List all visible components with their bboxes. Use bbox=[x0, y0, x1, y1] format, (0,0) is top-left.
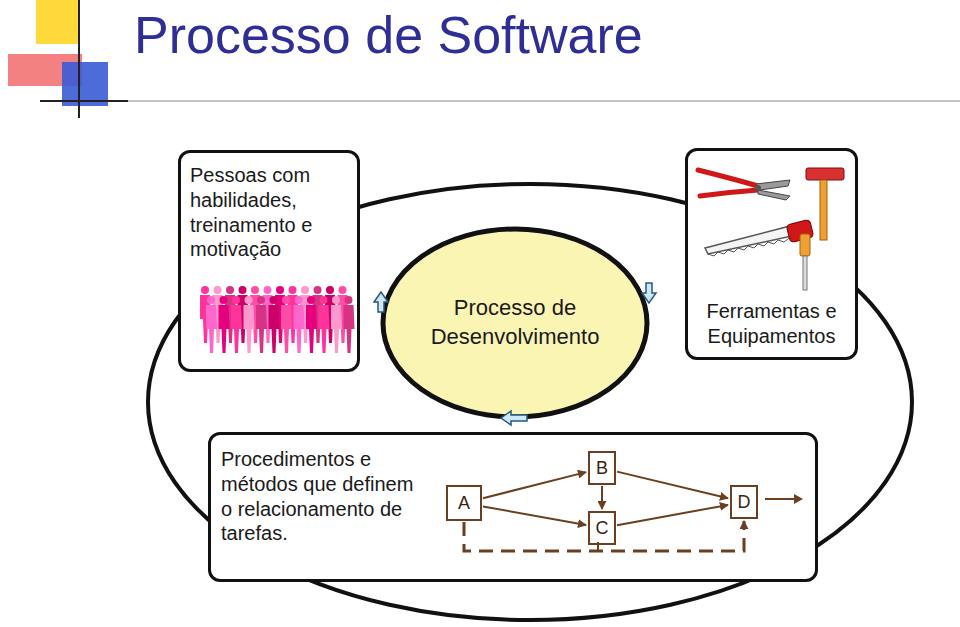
circle-outline bbox=[380, 226, 650, 420]
task-box: D bbox=[730, 485, 758, 519]
box-text: Processo de Desenvolvimento bbox=[431, 294, 600, 351]
task-box: A bbox=[446, 485, 482, 521]
process-circle: Processo de Desenvolvimento bbox=[380, 226, 650, 420]
box-text: Ferramentas e Equipamentos bbox=[688, 299, 855, 349]
task-label: C bbox=[596, 519, 609, 537]
title-area: Processo de Software bbox=[0, 0, 643, 66]
task-box: B bbox=[588, 451, 616, 485]
box-text: Procedimentos e métodos que definem o re… bbox=[221, 447, 426, 546]
logo-line bbox=[40, 100, 128, 102]
title-rule bbox=[128, 100, 960, 102]
task-tick bbox=[597, 542, 599, 552]
slide-title: Processo de Software bbox=[134, 6, 643, 66]
procedures-box: Procedimentos e métodos que definem o re… bbox=[208, 432, 818, 582]
task-label: A bbox=[458, 494, 470, 512]
output-arrow bbox=[765, 498, 796, 500]
task-label: D bbox=[738, 493, 751, 511]
task-label: B bbox=[596, 459, 608, 477]
task-box: C bbox=[588, 511, 616, 545]
logo-blue bbox=[62, 62, 108, 106]
logo bbox=[8, 0, 128, 118]
box-text: Pessoas com habilidades, treinamento e m… bbox=[190, 163, 352, 262]
logo-yellow bbox=[36, 0, 80, 44]
